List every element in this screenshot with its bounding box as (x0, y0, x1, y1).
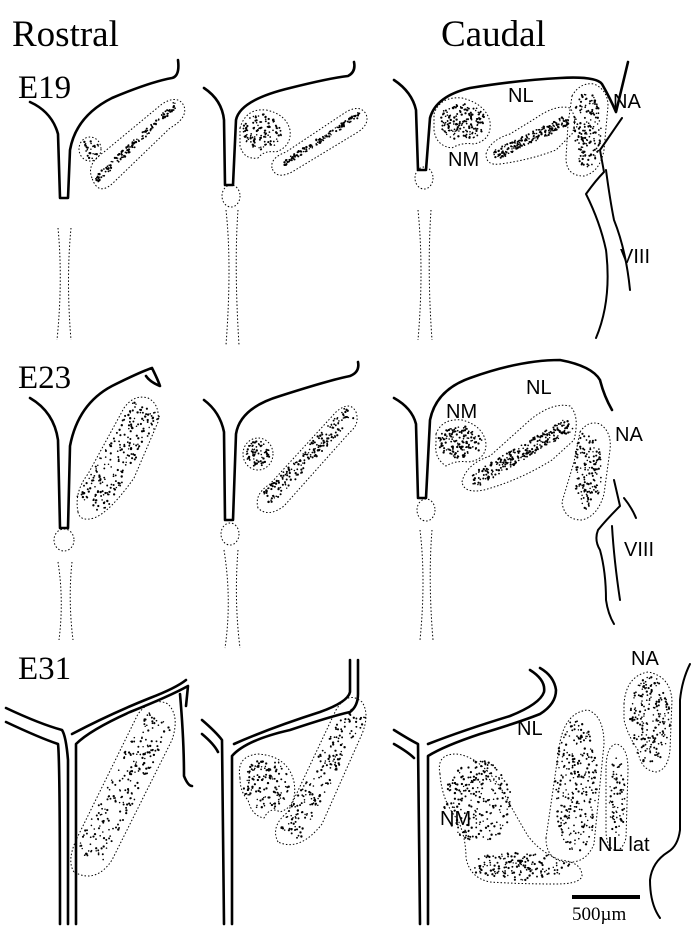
section-e23-caudal (394, 360, 636, 640)
cell-dots (573, 94, 602, 168)
cell-dots (246, 440, 270, 466)
row-e31: NL NM NA NL lat (6, 648, 690, 924)
central-canal-opening (417, 499, 435, 521)
central-canal (224, 550, 240, 648)
nucleus-nl (546, 710, 604, 862)
age-label-e31: E31 (18, 651, 71, 687)
cell-dots (263, 408, 354, 503)
row-e19: NM NL NA VIII (30, 60, 650, 345)
heading-rostral: Rostral (12, 14, 119, 55)
nerve-viii-outline (586, 118, 630, 338)
scale-bar: 500µm (572, 897, 640, 925)
age-label-e23: E23 (18, 360, 71, 396)
section-e31-rostral-2 (202, 660, 366, 924)
nucleus-nl (77, 397, 158, 519)
nucleus-na (562, 423, 610, 520)
cell-dots (79, 712, 170, 860)
ventricle-outline (204, 362, 358, 520)
section-e31-caudal (394, 664, 690, 924)
cell-dots (283, 112, 360, 166)
cell-dots (83, 140, 99, 159)
central-canal-opening (221, 523, 239, 545)
ventricle-outline (204, 62, 354, 185)
age-label-e19: E19 (18, 70, 71, 106)
heading-caudal: Caudal (441, 14, 546, 55)
cell-dots (77, 402, 160, 511)
cell-dots (438, 426, 483, 459)
ventricle-outline (6, 680, 188, 924)
label-nm: NM (440, 808, 471, 830)
scale-bar-label: 500µm (572, 904, 626, 925)
label-nl: NL (517, 718, 543, 740)
cell-dots (609, 757, 626, 835)
cell-dots (440, 103, 485, 140)
label-na: NA (613, 91, 641, 113)
cell-dots (243, 113, 282, 150)
label-viii: VIII (620, 246, 650, 268)
central-canal (58, 562, 73, 640)
label-nl: NL (508, 85, 534, 107)
central-canal-opening (54, 529, 74, 551)
central-canal (420, 530, 433, 640)
section-e19-rostral-2 (204, 62, 367, 345)
cell-dots (472, 420, 573, 486)
ventricle-outline (394, 62, 628, 170)
ventricle-outline (180, 694, 192, 786)
label-nl: NL (526, 377, 552, 399)
cell-dots (629, 676, 671, 762)
cell-dots (95, 102, 176, 182)
central-canal (57, 228, 71, 340)
ventricle-outline (394, 360, 612, 498)
label-viii: VIII (624, 539, 654, 561)
section-e23-rostral-2 (204, 362, 358, 648)
section-e31-rostral-1 (6, 680, 192, 924)
label-nm: NM (446, 401, 477, 423)
cell-dots (474, 852, 570, 881)
ventricle-outline (202, 660, 358, 924)
label-na: NA (615, 424, 643, 446)
central-canal-opening (222, 185, 240, 207)
label-nl-lat: NL lat (598, 834, 650, 856)
central-canal (418, 210, 432, 340)
section-e23-rostral-1 (30, 368, 160, 640)
central-canal (226, 210, 239, 345)
label-na: NA (631, 648, 659, 670)
cell-dots (574, 433, 602, 510)
cell-dots (493, 116, 569, 158)
row-e23: NM NL NA VIII (30, 360, 654, 648)
label-nm: NM (448, 149, 479, 171)
cell-dots (243, 760, 290, 809)
